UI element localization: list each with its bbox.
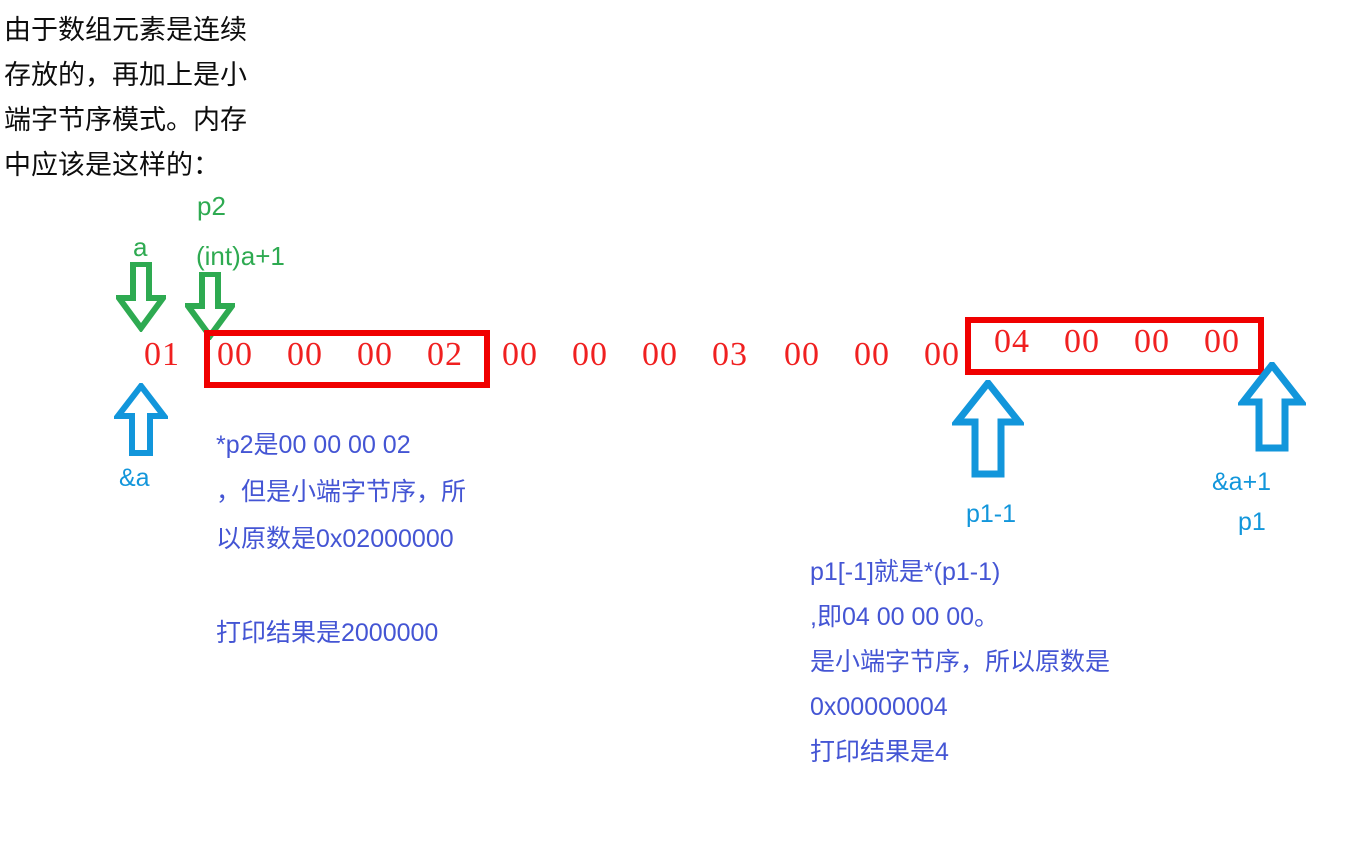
- memory-byte-row: 01 00 00 00 02 00 00 00 03 00 00 00 04 0…: [0, 323, 1361, 381]
- memory-byte: 00: [1064, 323, 1100, 360]
- memory-byte: 00: [784, 336, 820, 373]
- memory-byte: 01: [144, 336, 180, 373]
- up-arrow-icon-amp-a: [111, 381, 171, 463]
- down-arrow-icon-int-a-plus-1: [182, 271, 238, 345]
- label-int-a-plus-1: (int)a+1: [196, 241, 285, 271]
- memory-byte: 03: [712, 336, 748, 373]
- memory-byte: 00: [217, 336, 253, 373]
- up-arrow-icon-amp-a-plus-1: [1235, 359, 1309, 459]
- label-amp-a-plus-1: &a+1: [1212, 468, 1272, 496]
- highlight-box-p1-minus-1-bytes: [965, 317, 1264, 375]
- memory-byte: 00: [1134, 323, 1170, 360]
- label-a: a: [133, 232, 148, 262]
- memory-byte: 00: [854, 336, 890, 373]
- memory-byte: 00: [502, 336, 538, 373]
- label-p2: p2: [197, 191, 226, 221]
- memory-byte: 00: [287, 336, 323, 373]
- up-arrow-icon-p1-minus-1: [949, 377, 1027, 485]
- memory-byte: 00: [357, 336, 393, 373]
- label-amp-a: &a: [119, 464, 150, 492]
- down-arrow-icon-a: [113, 261, 169, 337]
- explanation-right: p1[-1]就是*(p1-1) ,即04 00 00 00。 是小端字节序，所以…: [810, 558, 1111, 766]
- memory-byte: 00: [1204, 323, 1240, 360]
- memory-byte: 00: [924, 336, 960, 373]
- memory-byte: 00: [642, 336, 678, 373]
- memory-byte: 04: [994, 323, 1030, 360]
- heading-note: 由于数组元素是连续 存放的，再加上是小 端字节序模式。内存 中应该是这样的：: [4, 15, 247, 180]
- memory-byte: 02: [427, 336, 463, 373]
- label-p1: p1: [1238, 508, 1266, 536]
- memory-byte: 00: [572, 336, 608, 373]
- highlight-box-p2-bytes: [204, 330, 490, 388]
- explanation-left: *p2是00 00 00 02 ，但是小端字节序，所 以原数是0x0200000…: [216, 431, 467, 647]
- label-p1-minus-1: p1-1: [966, 500, 1017, 528]
